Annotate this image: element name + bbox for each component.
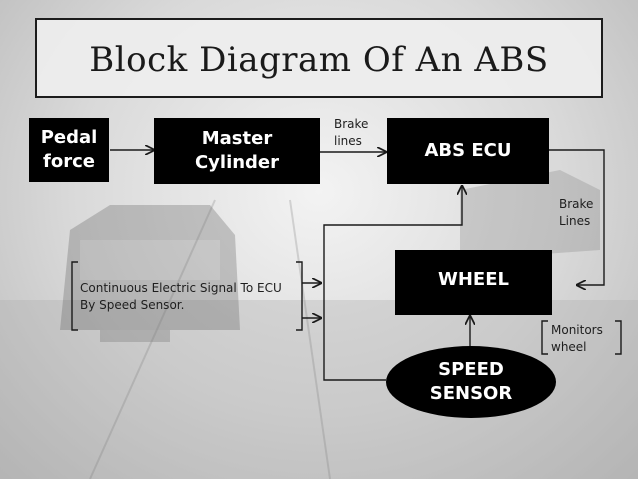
master-cylinder-line-2: Cylinder	[194, 152, 280, 173]
wheel-label: WHEEL	[438, 269, 509, 290]
continuous-signal-line-1: Continuous Electric Signal To ECU	[80, 281, 282, 295]
brake-lines-top-line-1: Brake	[334, 117, 369, 131]
abs-ecu-block: ABS ECU	[387, 118, 549, 184]
continuous-signal-line-2: By Speed Sensor.	[80, 298, 185, 313]
abs-ecu-label: ABS ECU	[424, 139, 512, 161]
arrow-sensor-to-ecu	[323, 186, 462, 381]
speed-sensor-line-2: SENSOR	[429, 383, 513, 404]
brake-lines-right-line-1: Brake	[559, 197, 594, 211]
master-cylinder-line-1: Master	[201, 127, 273, 149]
pedal-force-line-2: force	[43, 151, 95, 172]
brake-lines-top-line-2: lines	[334, 134, 362, 149]
bracket-monitors-right	[615, 320, 622, 355]
continuous-signal-label: Continuous Electric Signal To ECU By Spe…	[80, 280, 282, 315]
arrow-ecu-to-wheel	[549, 149, 605, 285]
speed-sensor-line-1: SPEED	[438, 358, 504, 380]
wheel-block: WHEEL	[395, 250, 552, 315]
page-title: Block Diagram Of An ABS	[89, 40, 549, 80]
monitors-wheel-label: Monitors wheel	[551, 322, 603, 357]
monitors-wheel-line-2: wheel	[551, 340, 587, 355]
bracket-monitors-left	[541, 320, 548, 355]
bracket-signal-left	[71, 261, 78, 331]
monitors-wheel-line-1: Monitors	[551, 323, 603, 337]
bracket-signal-right	[296, 261, 303, 331]
title-box: Block Diagram Of An ABS	[35, 18, 603, 98]
brake-lines-label-right: Brake Lines	[559, 196, 593, 231]
brake-lines-label-top: Brake lines	[334, 116, 368, 151]
pedal-force-block: Pedal force	[29, 118, 109, 182]
speed-sensor-block: SPEED SENSOR	[386, 346, 556, 418]
master-cylinder-block: Master Cylinder	[154, 118, 320, 184]
brake-lines-right-line-2: Lines	[559, 214, 591, 229]
pedal-force-line-1: Pedal	[40, 126, 98, 148]
